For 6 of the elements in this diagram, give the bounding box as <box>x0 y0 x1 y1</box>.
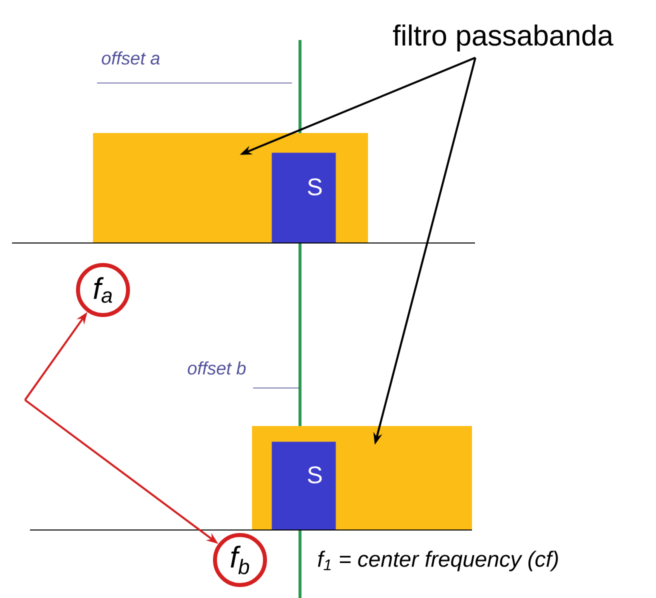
offset-label: offset a <box>102 51 160 65</box>
signal-box: S <box>272 152 336 243</box>
callout-text: filtro passabanda <box>392 24 614 52</box>
offset-label: offset b <box>188 361 246 375</box>
signal-box: S <box>272 442 336 530</box>
center-frequency-label: f$_{1}$ = center frequency (cf) <box>318 550 558 572</box>
